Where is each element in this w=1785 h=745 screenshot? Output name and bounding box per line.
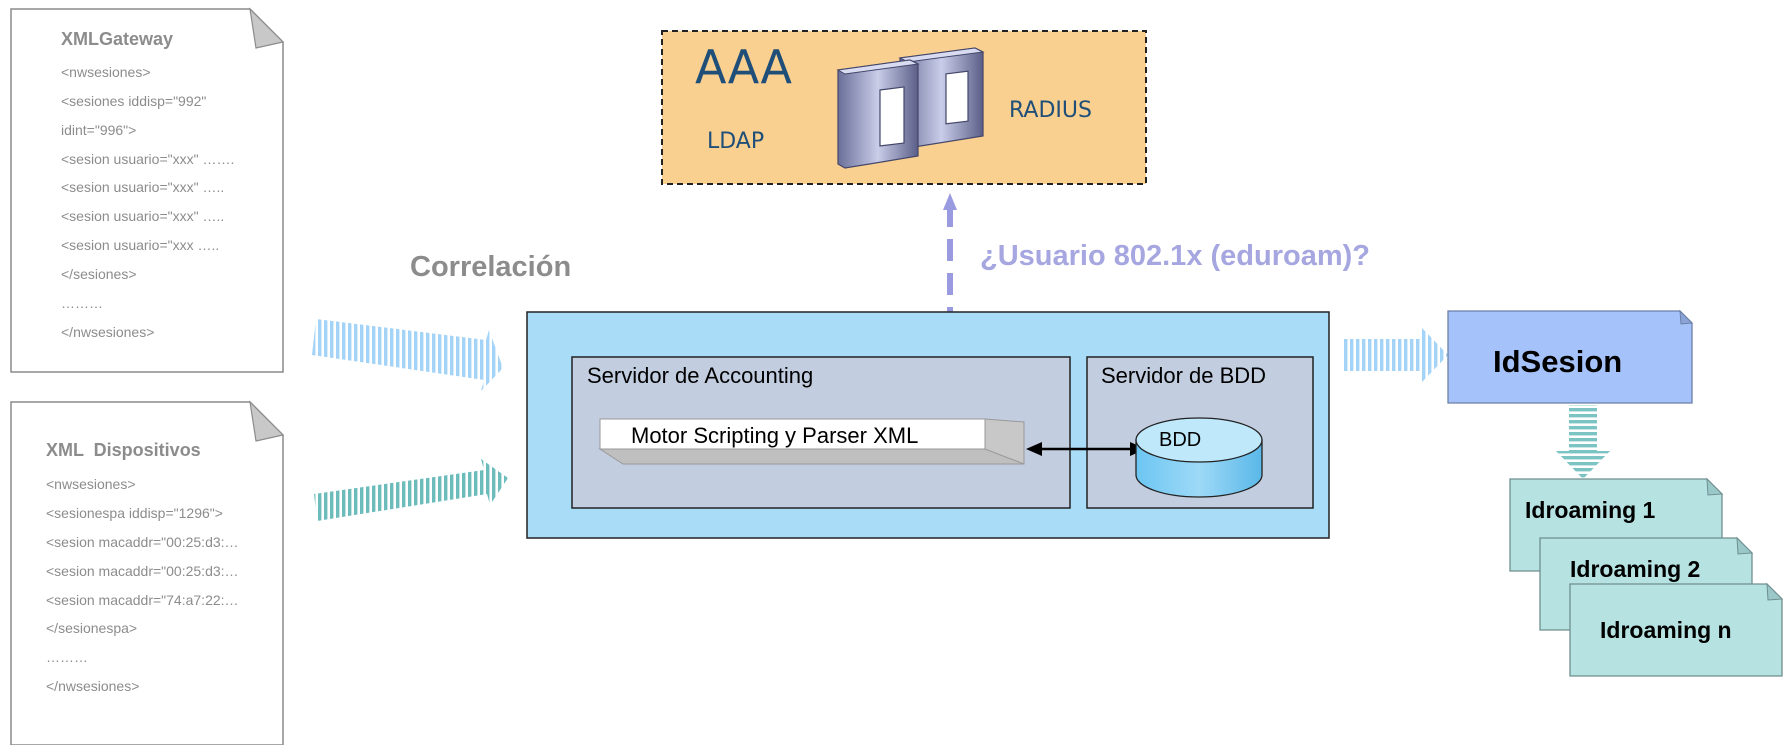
xmldispositivos-line: <nwsesiones>	[46, 476, 136, 492]
question-label: ¿Usuario 802.1x (eduroam)?	[980, 240, 1370, 272]
xmlgateway-line: idint="996">	[61, 122, 137, 138]
server-icon	[836, 47, 985, 169]
idsesion-output-arrow	[1343, 328, 1448, 382]
xmldispositivos-line: <sesion macaddr="00:25:d3:…	[46, 563, 239, 579]
xmldispositivos-line: </nwsesiones>	[46, 678, 140, 694]
xmlgateway-line: <nwsesiones>	[61, 64, 151, 80]
xmldispositivos-fold-icon	[249, 400, 285, 442]
idsesion-document	[1447, 310, 1693, 404]
xmlgateway-line: <sesion usuario="xxx …..	[61, 237, 220, 253]
gateway-input-arrow	[312, 319, 503, 391]
xmlgateway-document	[10, 8, 284, 373]
idroaming-2-fold-icon	[1736, 536, 1754, 555]
xmlgateway-line: ………	[61, 295, 103, 311]
xmldispositivos-document	[10, 401, 284, 745]
xmlgateway-line: </sesiones>	[61, 266, 137, 282]
idroaming-2-label: Idroaming 2	[1570, 556, 1701, 582]
xmldispositivos-line: </sesionespa>	[46, 620, 138, 636]
radius-label: RADIUS	[1009, 98, 1092, 123]
idroaming-output-arrow	[1556, 405, 1610, 479]
idroaming-n-document	[1569, 583, 1783, 677]
aaa-query-arrow-up-head	[943, 193, 957, 210]
idsesion-fold-icon	[1679, 309, 1694, 325]
dispositivos-input-arrow	[314, 459, 508, 521]
engine-box	[598, 418, 1025, 465]
correlacion-label: Correlación	[410, 251, 572, 283]
xmldispositivos-line: <sesion macaddr="74:a7:22:…	[46, 592, 239, 608]
xmlgateway-fold-icon	[249, 7, 285, 49]
xmlgateway-line: <sesiones iddisp="992"	[61, 93, 207, 109]
idroaming-n-fold-icon	[1766, 582, 1784, 601]
database-icon	[1135, 417, 1263, 498]
xmlgateway-line: <sesion usuario="xxx" …..	[61, 179, 225, 195]
xmldispositivos-line: <sesion macaddr="00:25:d3:…	[46, 534, 239, 550]
bdd-label: BDD	[1159, 429, 1202, 451]
idroaming-1-fold-icon	[1706, 477, 1724, 496]
engine-label: Motor Scripting y Parser XML	[631, 423, 919, 448]
engine-db-link-left-head	[1026, 442, 1042, 456]
xmlgateway-line: <sesion usuario="xxx" …….	[61, 151, 235, 167]
xmldispositivos-line: ………	[46, 649, 88, 665]
accounting-server-title: Servidor de Accounting	[587, 363, 814, 388]
xmlgateway-title: XMLGateway	[61, 29, 174, 49]
bdd-server-title: Servidor de BDD	[1101, 363, 1267, 388]
xmldispositivos-title: XML Dispositivos	[46, 440, 201, 460]
aaa-title: AAA	[695, 40, 792, 94]
xmlgateway-line: </nwsesiones>	[61, 324, 155, 340]
idsesion-label: IdSesion	[1493, 344, 1623, 379]
xmlgateway-line: <sesion usuario="xxx" …..	[61, 208, 225, 224]
idroaming-1-label: Idroaming 1	[1525, 497, 1656, 523]
idroaming-n-label: Idroaming n	[1600, 617, 1732, 643]
xmldispositivos-line: <sesionespa iddisp="1296">	[46, 505, 223, 521]
ldap-label: LDAP	[707, 129, 765, 154]
